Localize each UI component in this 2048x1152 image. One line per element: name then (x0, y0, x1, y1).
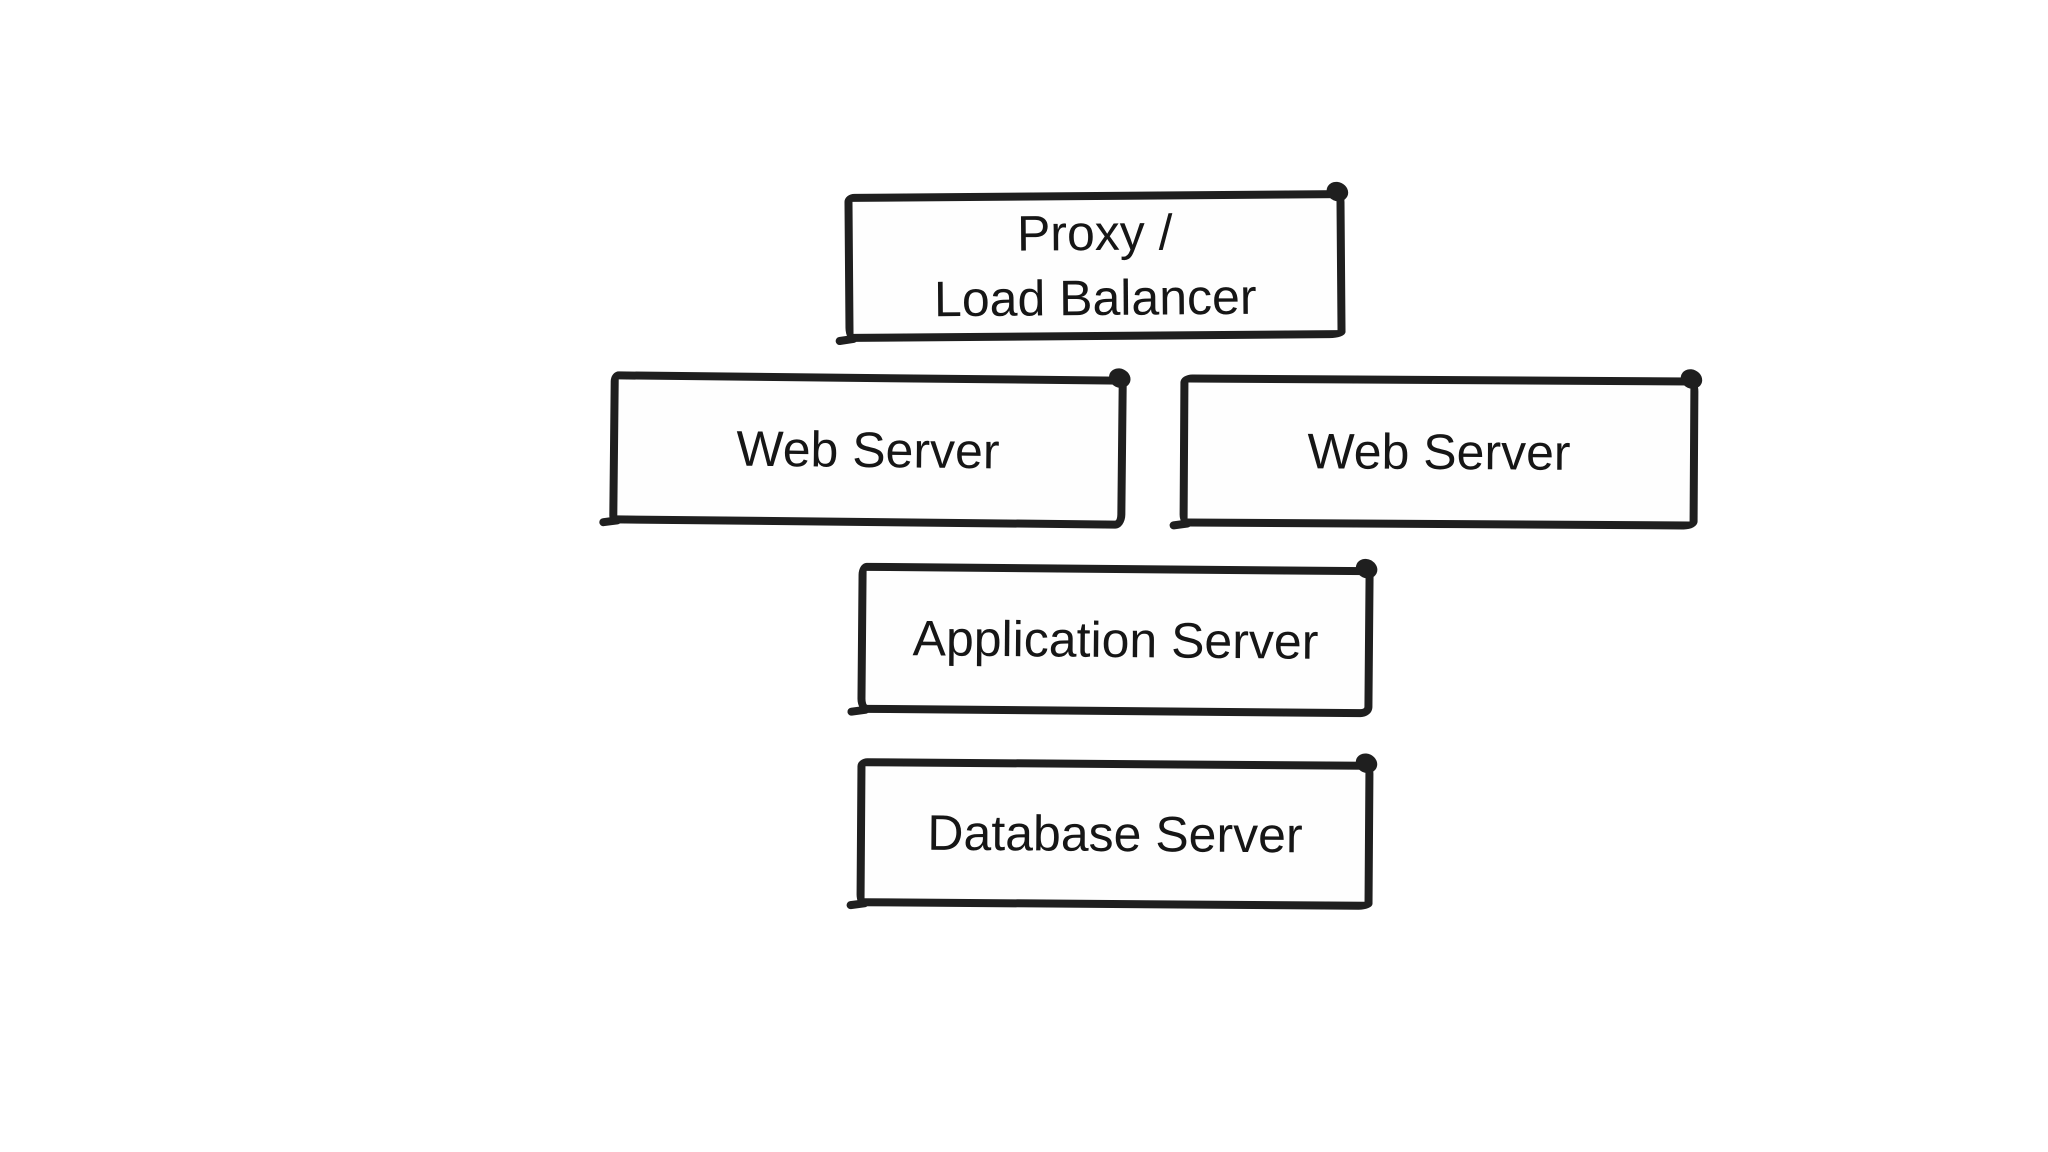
node-proxy-load-balancer: Proxy / Load Balancer (844, 190, 1346, 342)
node-web-server-left-label: Web Server (736, 420, 1000, 479)
node-web-server-right-label: Web Server (1307, 422, 1571, 481)
node-web-server-left: Web Server (609, 371, 1127, 529)
node-application-server-label: Application Server (912, 609, 1319, 670)
node-proxy-load-balancer-label: Proxy / Load Balancer (933, 204, 1257, 328)
node-database-server-label: Database Server (927, 804, 1303, 863)
node-web-server-right: Web Server (1179, 374, 1699, 530)
node-database-server: Database Server (856, 758, 1374, 910)
node-application-server: Application Server (857, 562, 1374, 718)
